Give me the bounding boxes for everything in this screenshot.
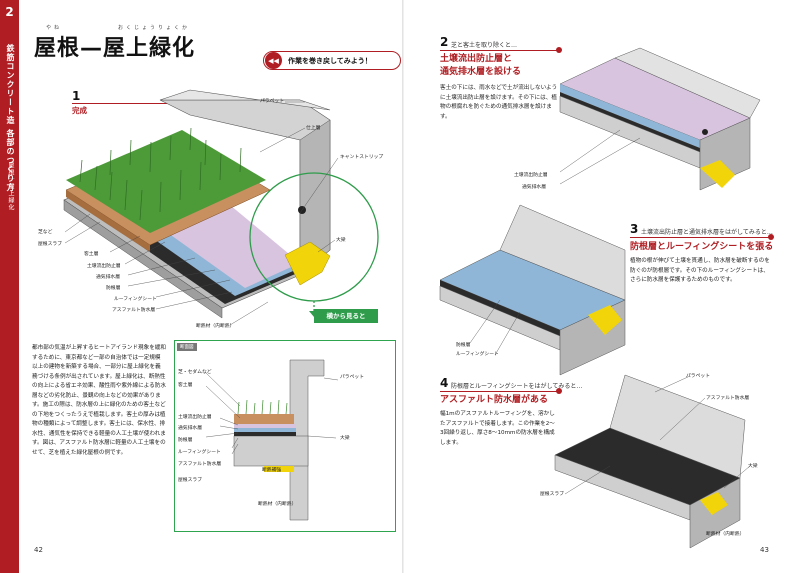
step4-label-roof-slab: 屋根スラブ	[540, 492, 564, 497]
step2-number: 2	[440, 35, 449, 49]
sec-label-roof-slab: 屋根スラブ	[178, 478, 202, 483]
step4-label-parapet: パラペット	[686, 374, 710, 379]
sec-label-turf: 芝・セダムなど	[178, 370, 212, 375]
fig1-label-parapet: パラペット	[260, 99, 284, 104]
sec-label-insulation-sub: 断熱補強	[262, 468, 282, 473]
section-title: 屋根｜屋上緑化	[7, 162, 14, 211]
step3-dot	[768, 234, 774, 240]
page-number-right: 43	[760, 546, 769, 554]
section-tag: 断面図	[177, 343, 197, 351]
rewind-icon: ◀◀	[265, 52, 282, 69]
fig1-label-beam: 大梁	[336, 238, 346, 243]
fig1-label-finish: 仕上層	[306, 126, 321, 131]
sec-label-roofing-sheet: ルーフィングシート	[178, 450, 221, 455]
fig1-label-soil: 客土層	[84, 252, 99, 257]
title-ruby-okujo: おくじょうりょくか	[118, 25, 191, 31]
sec-label-root: 防根層	[178, 438, 193, 443]
step2-heading-1: 土壌流出防止層と	[440, 54, 513, 64]
spread-gutter	[402, 0, 404, 573]
fig1-label-insulation: 断熱材（内断熱）	[196, 324, 235, 329]
sec-label-drain: 通気排水層	[178, 426, 202, 431]
step4-heading: アスファルト防水層がある	[440, 395, 549, 405]
step2-label-drain: 通気排水層	[522, 185, 546, 190]
fig1-label-cant-strip: キャントストリップ	[340, 155, 384, 160]
side-view-tag: 横から見ると	[314, 309, 378, 323]
step4-dot	[556, 388, 562, 394]
rewind-label: 作業を巻き戻してみよう！	[288, 56, 372, 65]
sec-label-beam: 大梁	[340, 436, 350, 441]
step2-dot	[556, 47, 562, 53]
step1-heading: 完成	[72, 106, 87, 115]
step2-body: 客土の下には、雨水などで土が流出しないように土壌流出防止層を設けます。その下には…	[440, 85, 558, 120]
chapter-number: 2	[0, 0, 19, 40]
section-drawing	[205, 359, 339, 521]
fig1-label-turf: 芝など	[38, 230, 53, 235]
rewind-banner: ◀◀ 作業を巻き戻してみよう！	[263, 51, 401, 70]
step4-body: 幅1mのアスファルトルーフィングを、溶かしたアスファルトで接着します。この作業を…	[440, 411, 555, 446]
fig1-label-asphalt: アスファルト防水層	[112, 308, 156, 313]
step1-number: 1	[72, 89, 81, 103]
page-number-left: 42	[34, 546, 43, 554]
title-ruby-yane: やね	[46, 25, 63, 31]
step1-rule	[72, 103, 172, 104]
fig1-label-roofing-sheet: ルーフィングシート	[114, 297, 157, 302]
sec-label-asphalt: アスファルト防水層	[178, 462, 222, 467]
step4-label-insulation: 断熱材（内断熱）	[706, 532, 745, 537]
left-body-text: 都市部の気温が上昇するヒートアイランド現象を緩和するために、東京都など一部の自治…	[32, 345, 166, 456]
step4-number: 4	[440, 376, 449, 390]
fig1-label-soil-runoff: 土壌流出防止層	[87, 264, 121, 269]
step3-number: 3	[630, 222, 639, 236]
step4-rule	[440, 391, 558, 392]
step3-body: 植物の根が伸びて土壌を貫通し、防水層を破断するのを防ぐのが防根層です。その下のル…	[630, 258, 770, 283]
sec-label-soil: 客土層	[178, 383, 193, 388]
step4-label-asphalt: アスファルト防水層	[706, 396, 750, 401]
chapter-title: 鉄筋コンクリート造 各部のつくり方	[6, 44, 15, 192]
step3-lead: 土壌流出防止層と通気排水層をはがしてみると…	[641, 229, 773, 236]
step2-label-soil-runoff: 土壌流出防止層	[514, 173, 548, 178]
fig1-label-roof-slab: 屋根スラブ	[38, 242, 62, 247]
fig1-label-root: 防根層	[106, 286, 121, 291]
sec-label-parapet: パラペット	[340, 375, 364, 380]
sec-label-insulation: 断熱材（内断熱）	[258, 502, 297, 507]
step4-lead: 防根層とルーフィングシートをはがしてみると…	[451, 383, 583, 390]
step2-heading-2: 通気排水層を設ける	[440, 67, 522, 77]
step4-label-beam: 大梁	[748, 464, 758, 469]
page-title: 屋根—屋上緑化	[34, 36, 196, 61]
fig1-label-drain: 通気排水層	[96, 275, 120, 280]
step3-label-root: 防根層	[456, 343, 471, 348]
step2-rule	[440, 50, 558, 51]
chapter-tab: 鉄筋コンクリート造 各部のつくり方 屋根｜屋上緑化	[0, 40, 19, 573]
sec-label-soil-runoff: 土壌流出防止層	[178, 415, 212, 420]
step2-lead: 芝と客土を取り除くと…	[451, 42, 518, 49]
step3-rule	[630, 237, 770, 238]
step3-heading: 防根層とルーフィングシートを張る	[630, 242, 774, 252]
step3-label-roofing-sheet: ルーフィングシート	[456, 352, 499, 357]
